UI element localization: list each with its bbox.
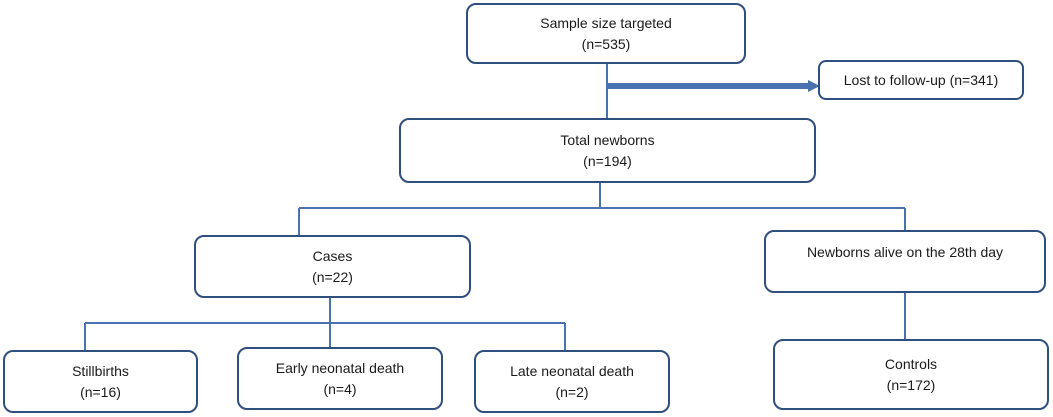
sample-count: (n=535)	[581, 35, 631, 52]
late-title: Late neonatal death	[510, 362, 634, 379]
controls-title: Controls	[884, 355, 938, 372]
cases-count: (n=22)	[312, 268, 353, 285]
node-newborns-alive: Newborns alive on the 28th day	[764, 230, 1046, 293]
sample-title: Sample size targeted	[540, 14, 672, 31]
early-count: (n=4)	[323, 380, 357, 397]
stillbirths-title: Stillbirths	[72, 362, 129, 379]
lost-title: Lost to follow-up (n=341)	[843, 71, 999, 88]
controls-count: (n=172)	[886, 376, 936, 393]
late-count: (n=2)	[555, 383, 589, 400]
node-total-newborns: Total newborns (n=194)	[399, 118, 816, 183]
total-count: (n=194)	[583, 152, 632, 169]
node-late-neonatal-death: Late neonatal death (n=2)	[474, 350, 670, 413]
node-lost-to-follow-up: Lost to follow-up (n=341)	[818, 60, 1024, 100]
alive-title: Newborns alive on the 28th day	[806, 244, 1004, 260]
node-cases: Cases (n=22)	[194, 235, 471, 298]
node-stillbirths: Stillbirths (n=16)	[3, 350, 198, 413]
lost-arrow	[607, 80, 820, 92]
node-controls: Controls (n=172)	[773, 339, 1049, 410]
early-title: Early neonatal death	[275, 359, 405, 376]
total-title: Total newborns	[560, 131, 655, 148]
node-sample-size: Sample size targeted (n=535)	[466, 3, 746, 64]
cases-title: Cases	[312, 247, 353, 264]
node-early-neonatal-death: Early neonatal death (n=4)	[237, 347, 443, 410]
stillbirths-count: (n=16)	[80, 383, 121, 400]
